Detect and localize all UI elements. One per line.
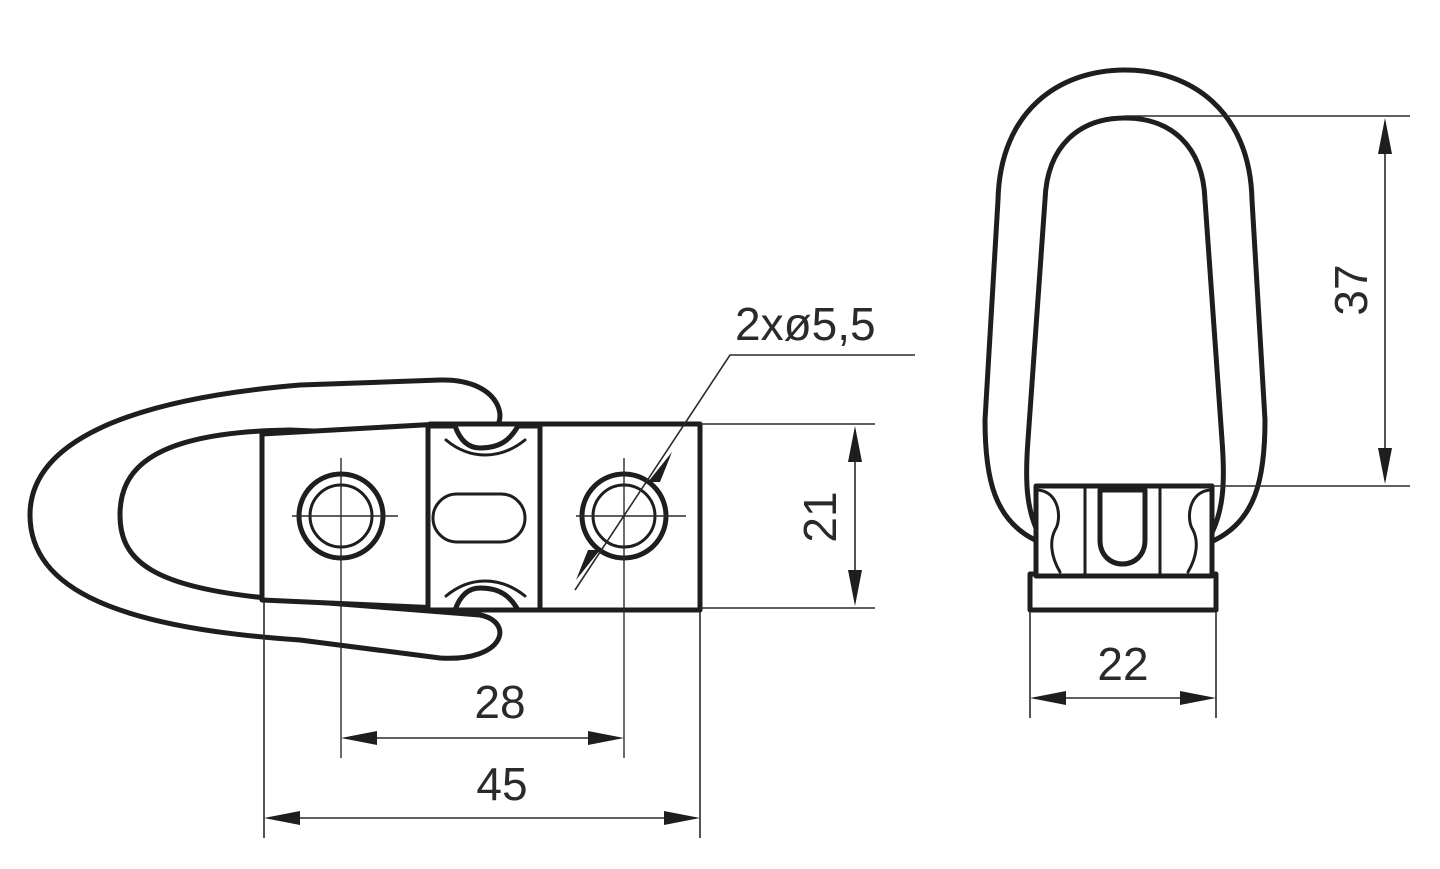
dim-28-arrow-left [341, 731, 377, 745]
dim-45-arrow-left [264, 811, 300, 825]
dim-37-arrow-top [1378, 118, 1392, 154]
hinge-section [425, 423, 543, 613]
front-hinge-notch-left [1034, 488, 1062, 574]
dim-45-label: 45 [476, 758, 527, 810]
ring-through-hinge-bottom [444, 579, 527, 598]
dim-22-label: 22 [1097, 638, 1148, 690]
dim-21-arrow-bottom [848, 570, 862, 606]
slot [431, 492, 527, 544]
ring-through-hinge-top [444, 438, 527, 457]
loop-outer [982, 67, 1268, 548]
dim-21-arrow-top [848, 426, 862, 462]
top-view: 2xø5,5 21 28 45 [27, 298, 915, 838]
ring-loop [27, 377, 503, 661]
front-view: 37 22 [982, 67, 1410, 718]
dim-28-label: 28 [474, 676, 525, 728]
dim-21-label: 21 [794, 491, 846, 542]
dim-37-arrow-bottom [1378, 448, 1392, 484]
front-base-plate [1027, 571, 1219, 613]
dim-45-arrow-right [664, 811, 700, 825]
hole-callout-label: 2xø5,5 [735, 298, 876, 350]
hole-callout-arrow-upper [648, 452, 672, 482]
hole-callout-leader [574, 354, 915, 591]
front-center-slot [1097, 487, 1148, 567]
hole-callout-arrow-lower [576, 550, 600, 580]
front-hinge-notch-right [1186, 488, 1214, 574]
dim-28-arrow-right [588, 731, 624, 745]
dim-37-label: 37 [1325, 264, 1377, 315]
dim-22-arrow-right [1180, 691, 1216, 705]
dim-22-arrow-left [1030, 691, 1066, 705]
